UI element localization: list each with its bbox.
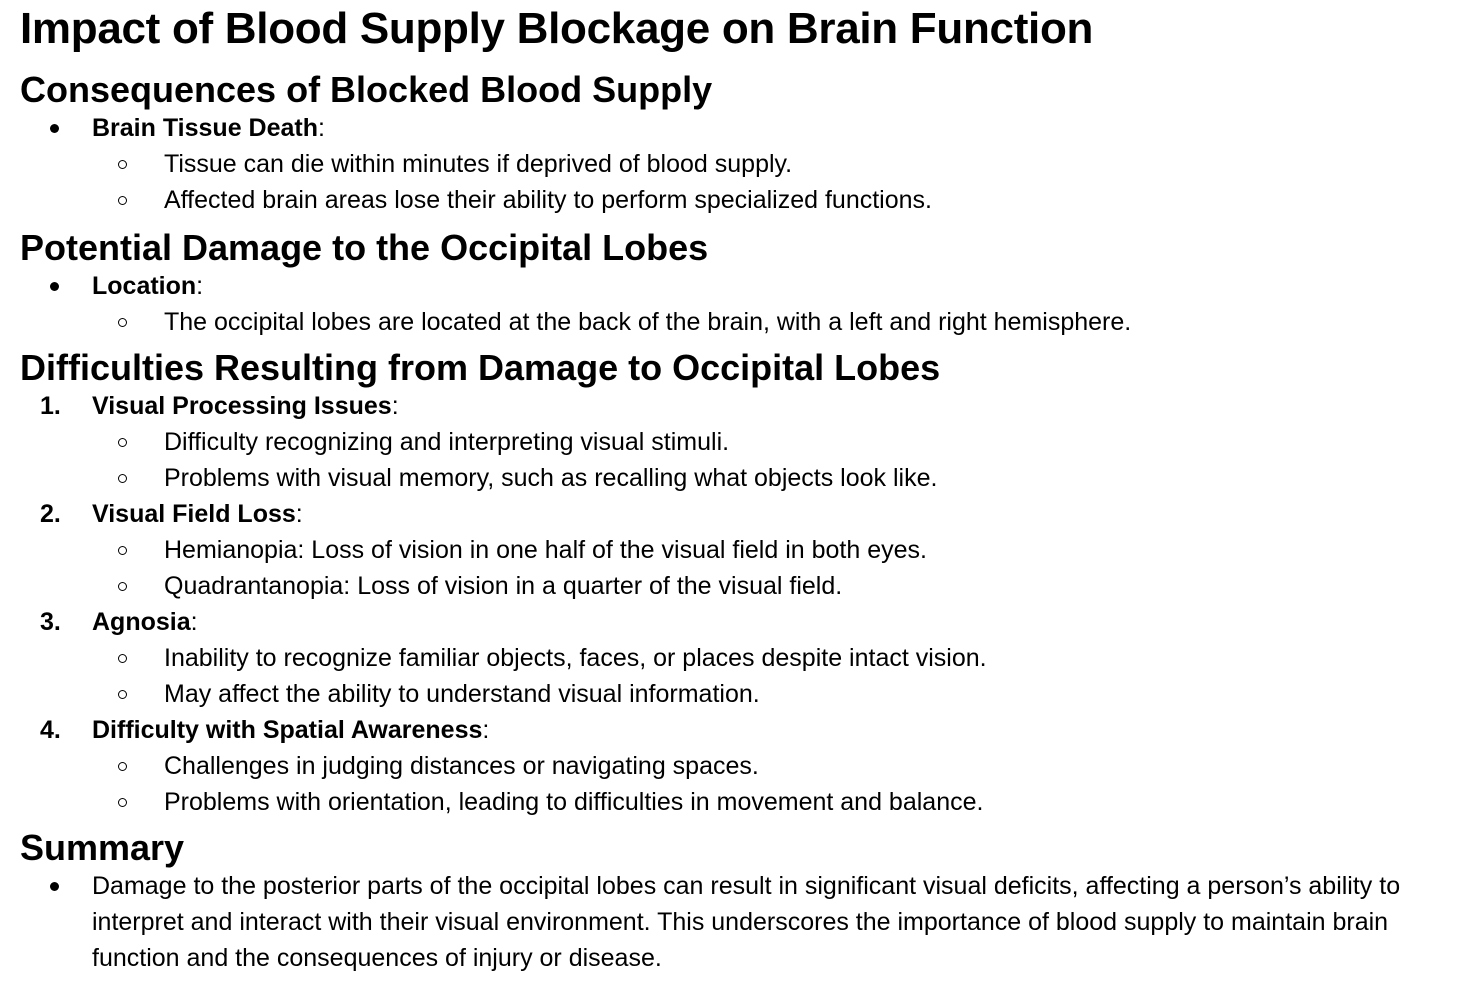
- hollow-bullet-icon: [118, 318, 127, 327]
- bullet-list: Damage to the posterior parts of the occ…: [20, 868, 1458, 976]
- sub-list: Challenges in judging distances or navig…: [92, 748, 1458, 820]
- item-term: Brain Tissue Death: [92, 114, 319, 142]
- sub-item: The occipital lobes are located at the b…: [20, 304, 1458, 340]
- hollow-bullet-icon: [118, 196, 127, 205]
- item-suffix: :: [318, 114, 325, 142]
- section-occipital-damage: Potential Damage to the Occipital Lobes …: [20, 228, 1458, 340]
- list-item: 3. Agnosia: Inability to recognize famil…: [20, 604, 1458, 712]
- item-term: Agnosia: [92, 608, 191, 636]
- bullet-icon: [50, 882, 59, 891]
- item-number: 3.: [40, 608, 61, 636]
- hollow-bullet-icon: [118, 546, 127, 555]
- sub-list: Difficulty recognizing and interpreting …: [92, 424, 1458, 496]
- list-item: Location: The occipital lobes are locate…: [20, 268, 1458, 340]
- sub-item: Challenges in judging distances or navig…: [20, 748, 1458, 784]
- sub-item: Tissue can die within minutes if deprive…: [20, 146, 1458, 182]
- sub-item-text: The occipital lobes are located at the b…: [164, 308, 1132, 336]
- sub-list: Hemianopia: Loss of vision in one half o…: [92, 532, 1458, 604]
- hollow-bullet-icon: [118, 690, 127, 699]
- sub-item-text: Problems with visual memory, such as rec…: [164, 464, 938, 492]
- item-number: 2.: [40, 500, 61, 528]
- sub-item-text: Challenges in judging distances or navig…: [164, 752, 759, 780]
- sub-item: Quadrantanopia: Loss of vision in a quar…: [20, 568, 1458, 604]
- sub-item: Inability to recognize familiar objects,…: [20, 640, 1458, 676]
- sub-item-text: Inability to recognize familiar objects,…: [164, 644, 987, 672]
- hollow-bullet-icon: [118, 438, 127, 447]
- sub-item: Problems with visual memory, such as rec…: [20, 460, 1458, 496]
- sub-item: Problems with orientation, leading to di…: [20, 784, 1458, 820]
- item-term: Difficulty with Spatial Awareness: [92, 716, 483, 744]
- bullet-icon: [50, 124, 59, 133]
- item-number: 4.: [40, 716, 61, 744]
- item-term: Visual Processing Issues: [92, 392, 392, 420]
- hollow-bullet-icon: [118, 582, 127, 591]
- sub-item-text: Tissue can die within minutes if deprive…: [164, 150, 793, 178]
- sub-item-text: Quadrantanopia: Loss of vision in a quar…: [164, 572, 843, 600]
- list-item: 2. Visual Field Loss: Hemianopia: Loss o…: [20, 496, 1458, 604]
- bullet-list: Location: The occipital lobes are locate…: [20, 268, 1458, 340]
- sub-item: Hemianopia: Loss of vision in one half o…: [20, 532, 1458, 568]
- sub-item: Affected brain areas lose their ability …: [20, 182, 1458, 218]
- sub-item: May affect the ability to understand vis…: [20, 676, 1458, 712]
- item-suffix: :: [196, 272, 204, 300]
- section-difficulties: Difficulties Resulting from Damage to Oc…: [20, 348, 1458, 820]
- hollow-bullet-icon: [118, 762, 127, 771]
- sub-list: Inability to recognize familiar objects,…: [92, 640, 1458, 712]
- hollow-bullet-icon: [118, 160, 127, 169]
- bullet-icon: [50, 282, 59, 291]
- document-title: Impact of Blood Supply Blockage on Brain…: [20, 4, 1094, 53]
- sub-item-text: Problems with orientation, leading to di…: [164, 788, 984, 816]
- section-heading: Summary: [20, 827, 185, 868]
- item-suffix: :: [391, 392, 399, 420]
- item-suffix: :: [190, 608, 198, 636]
- hollow-bullet-icon: [118, 798, 127, 807]
- list-item: 4. Difficulty with Spatial Awareness: Ch…: [20, 712, 1458, 820]
- section-consequences: Consequences of Blocked Blood Supply Bra…: [20, 70, 1458, 218]
- list-item: Brain Tissue Death: Tissue can die withi…: [20, 110, 1458, 218]
- section-heading: Potential Damage to the Occipital Lobes: [20, 227, 709, 268]
- sub-item-text: Hemianopia: Loss of vision in one half o…: [164, 536, 927, 564]
- item-term: Location: [92, 272, 197, 300]
- hollow-bullet-icon: [118, 654, 127, 663]
- section-summary: Summary Damage to the posterior parts of…: [20, 828, 1458, 976]
- list-item: 1. Visual Processing Issues: Difficulty …: [20, 388, 1458, 496]
- item-number: 1.: [40, 392, 61, 420]
- bullet-list: Brain Tissue Death: Tissue can die withi…: [20, 110, 1458, 218]
- sub-item-text: Affected brain areas lose their ability …: [164, 186, 932, 214]
- numbered-list: 1. Visual Processing Issues: Difficulty …: [20, 388, 1458, 820]
- section-heading: Consequences of Blocked Blood Supply: [20, 69, 713, 110]
- sub-item: Difficulty recognizing and interpreting …: [20, 424, 1458, 460]
- sub-item-text: Difficulty recognizing and interpreting …: [164, 428, 730, 456]
- sub-list: The occipital lobes are located at the b…: [92, 304, 1458, 340]
- list-item: Damage to the posterior parts of the occ…: [20, 868, 1458, 976]
- item-suffix: :: [295, 500, 303, 528]
- sub-item-text: May affect the ability to understand vis…: [164, 680, 760, 708]
- hollow-bullet-icon: [118, 474, 127, 483]
- summary-paragraph: Damage to the posterior parts of the occ…: [92, 872, 1401, 972]
- section-heading: Difficulties Resulting from Damage to Oc…: [20, 347, 941, 388]
- sub-list: Tissue can die within minutes if deprive…: [92, 146, 1458, 218]
- item-suffix: :: [482, 716, 490, 744]
- item-term: Visual Field Loss: [92, 500, 296, 528]
